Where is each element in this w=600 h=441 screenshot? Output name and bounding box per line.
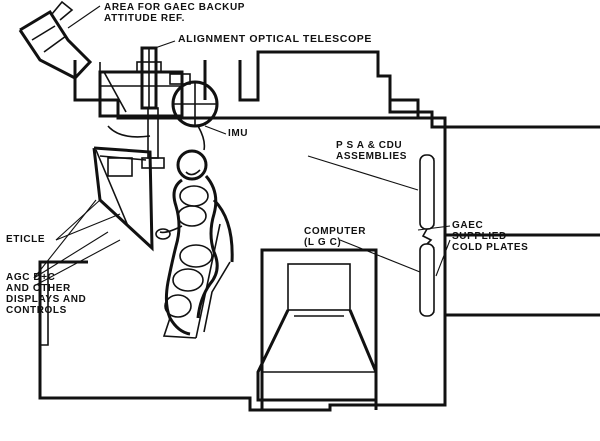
telescope-icon [98,46,184,169]
computer-box-icon [256,248,378,410]
telescope-label: ALIGNMENT OPTICAL TELESCOPE [178,33,372,45]
cabin-structure [18,0,600,412]
computer-label: COMPUTER (L G C) [304,226,367,248]
imu-label: IMU [228,128,249,139]
cold-plate-icon [419,154,435,317]
imu-sphere-icon [107,73,219,151]
reticle-label: ETICLE [6,234,46,245]
astronaut-figure-icon [155,149,234,339]
leader-lines [33,5,451,287]
cold-plates-label: GAEC SUPPLIED COLD PLATES [452,220,529,253]
backup-attitude-ref-label: AREA FOR GAEC BACKUP ATTITUDE REF. [104,2,246,24]
psa-cdu-label: P S A & CDU ASSEMBLIES [336,140,408,162]
agc-displays-label: AGC D+C AND OTHER DISPLAYS AND CONTROLS [6,272,87,316]
display-panel [92,146,154,252]
